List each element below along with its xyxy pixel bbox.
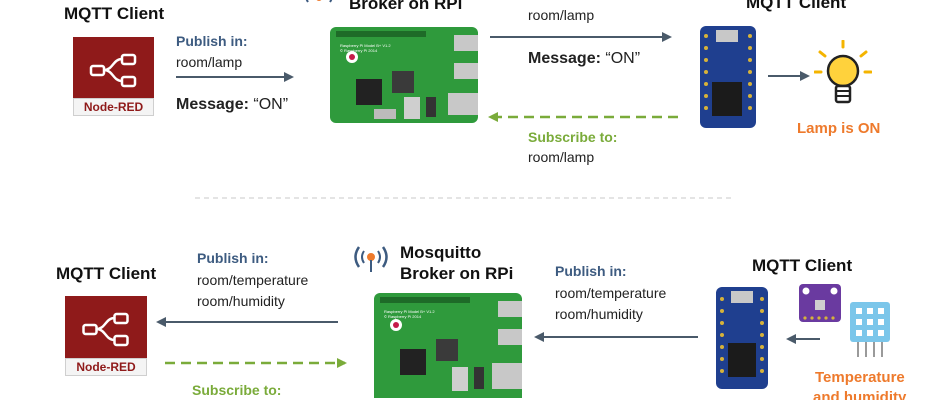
node-red-flow-icon xyxy=(82,312,129,347)
top-esp-board xyxy=(700,26,756,128)
top-raspberry-pi-board: Raspberry Pi Model B+ V1.2 © Raspberry P… xyxy=(330,27,478,123)
top-right-topic: room/lamp xyxy=(528,7,595,23)
top-subscribe-topic: room/lamp xyxy=(528,149,595,165)
bottom-left-publish-label: Publish in: xyxy=(197,250,269,266)
bottom-right-client-title: MQTT Client xyxy=(752,256,853,275)
top-message: Message: “ON” xyxy=(176,96,288,114)
bottom-right-topic-1: room/temperature xyxy=(555,285,667,301)
top-broker-title: Broker on RPi xyxy=(349,0,463,13)
top-nodered-label: Node-RED xyxy=(73,98,154,116)
bottom-left-client-title: MQTT Client xyxy=(56,264,157,283)
bottom-raspberry-pi-board: Raspberry Pi Model B+ V1.2 © Raspberry P… xyxy=(374,293,522,398)
sensor-label-line2: and humidity xyxy=(813,389,907,400)
top-right-client-title: MQTT Client xyxy=(746,0,847,12)
raspberry-logo-icon xyxy=(346,51,358,63)
lamp-status: Lamp is ON xyxy=(797,120,881,137)
node-red-flow-icon xyxy=(89,53,137,88)
top-publish-topic: room/lamp xyxy=(176,54,243,70)
top-message-key: Message: xyxy=(176,96,249,113)
bottom-left-topic-2: room/humidity xyxy=(197,293,285,309)
bottom-right-publish-label: Publish in: xyxy=(555,263,627,279)
bottom-subscribe-label: Subscribe to: xyxy=(192,382,282,398)
top-message-value: “ON” xyxy=(253,96,289,113)
top-pi-silk-line2: © Raspberry Pi 2014 xyxy=(340,48,378,53)
raspberry-logo-icon xyxy=(390,319,402,331)
bottom-pi-silk-line1: Raspberry Pi Model B+ V1.2 xyxy=(384,309,435,314)
bottom-wifi-antenna-icon xyxy=(354,246,388,272)
bme-sensor-board xyxy=(799,284,841,322)
bottom-esp-board xyxy=(716,287,768,389)
top-pi-silk-line1: Raspberry Pi Model B+ V1.2 xyxy=(340,43,391,48)
lightbulb-icon xyxy=(814,40,872,104)
top-publish-label: Publish in: xyxy=(176,33,248,49)
bottom-broker-title-line2: Broker on RPi xyxy=(400,264,514,283)
dht-sensor xyxy=(850,302,890,357)
top-right-message: Message: “ON” xyxy=(528,50,640,68)
top-subscribe-label: Subscribe to: xyxy=(528,129,618,145)
bottom-broker-title-line1: Mosquitto xyxy=(400,243,482,262)
bottom-right-topic-2: room/humidity xyxy=(555,306,643,322)
bottom-nodered-logo: Node-RED xyxy=(65,296,147,376)
bottom-left-topic-1: room/temperature xyxy=(197,272,309,288)
sensor-label-line1: Temperature xyxy=(815,369,905,386)
top-right-message-key: Message: xyxy=(528,50,601,67)
bottom-nodered-label: Node-RED xyxy=(65,358,147,376)
top-nodered-logo: Node-RED xyxy=(73,37,154,116)
top-left-client-title: MQTT Client xyxy=(64,4,165,23)
top-right-message-value: “ON” xyxy=(605,50,641,67)
bottom-pi-silk-line2: © Raspberry Pi 2014 xyxy=(384,314,422,319)
top-wifi-antenna-icon xyxy=(305,0,333,3)
